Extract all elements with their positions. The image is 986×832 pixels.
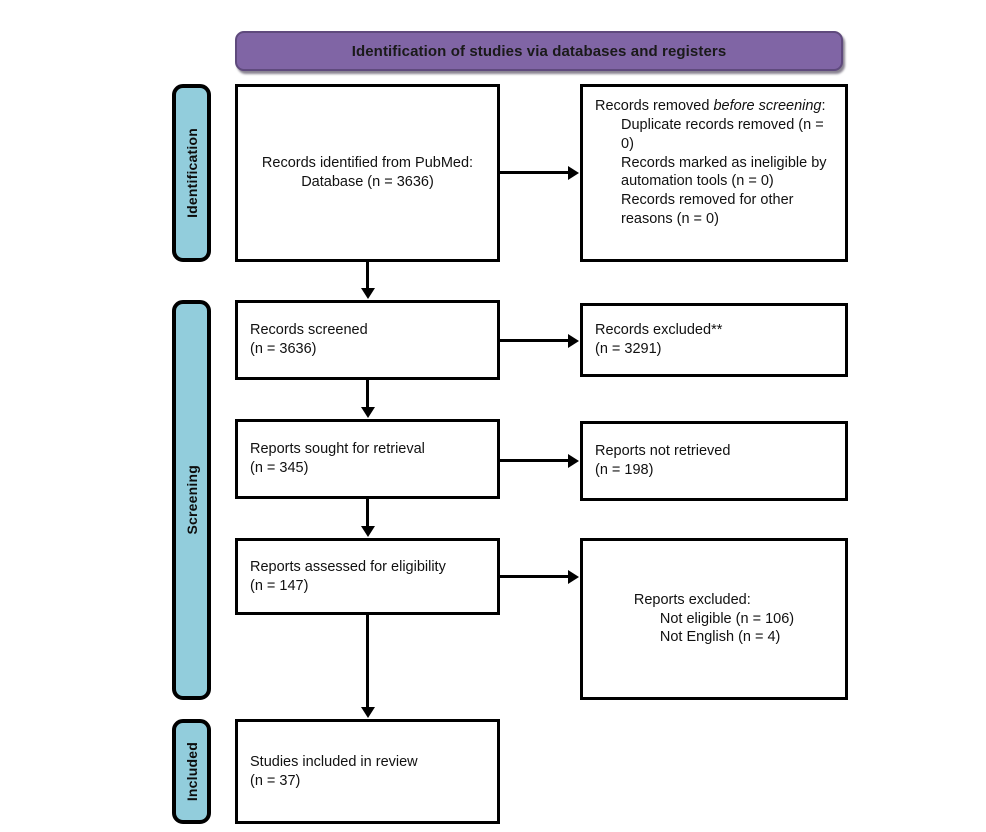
edge-sought-to-notretrieved-line: [500, 459, 569, 462]
phase-label-screening: Screening: [172, 300, 211, 700]
phase-label-included: Included: [172, 719, 211, 824]
edge-sought-to-notretrieved-arrow: [568, 453, 579, 468]
removed-item-1: Duplicate records removed (n = 0): [621, 116, 828, 152]
node-records-excluded-text: Records excluded** (n = 3291): [595, 322, 723, 357]
node-records-identified-text: Records identified from PubMed: Database…: [261, 155, 474, 190]
edge-assessed-to-included-arrow: [360, 707, 375, 718]
edge-identified-to-screened-line: [366, 262, 369, 289]
edge-screened-to-excluded-arrow: [568, 333, 579, 348]
node-reports-excluded-text: Reports excluded: Not eligible (n = 106) N…: [634, 591, 794, 648]
node-reports-assessed: Reports assessed for eligibility (n = 14…: [235, 538, 500, 615]
node-records-screened-text: Records screened (n = 3636): [250, 322, 368, 357]
node-studies-included: Studies included in review (n = 37): [235, 719, 500, 824]
edge-identified-to-removed-line: [500, 171, 569, 174]
phase-label-included-text: Included: [183, 741, 200, 802]
edge-identified-to-screened-arrow: [360, 288, 375, 299]
reports-excluded-item-2: Not English (n = 4): [659, 629, 781, 646]
node-records-removed-text: Records removed before screening: Duplica…: [595, 97, 833, 229]
node-records-removed-before-screening: Records removed before screening: Duplica…: [580, 84, 848, 262]
reports-excluded-item-1: Not eligible (n = 106): [659, 610, 795, 627]
phase-label-identification-text: Identification: [183, 128, 200, 218]
edge-screened-to-sought-line: [366, 380, 369, 408]
removed-item-2: Records marked as ineligible by automati…: [621, 154, 831, 190]
edge-screened-to-sought-arrow: [360, 407, 375, 418]
node-reports-sought: Reports sought for retrieval (n = 345): [235, 419, 500, 499]
removed-heading-italic: before screening: [713, 98, 822, 114]
node-reports-sought-text: Reports sought for retrieval (n = 345): [250, 441, 425, 476]
reports-excluded-heading: Reports excluded:: [633, 591, 751, 608]
node-records-screened: Records screened (n = 3636): [235, 300, 500, 380]
diagram-title: Identification of studies via databases …: [351, 42, 727, 60]
edge-screened-to-excluded-line: [500, 339, 569, 342]
diagram-header-banner: Identification of studies via databases …: [235, 31, 843, 71]
edge-identified-to-removed-arrow: [568, 165, 579, 180]
node-reports-not-retrieved: Reports not retrieved (n = 198): [580, 421, 848, 501]
removed-heading-colon: :: [821, 98, 826, 114]
node-reports-not-retrieved-text: Reports not retrieved (n = 198): [595, 443, 731, 478]
node-reports-excluded: Reports excluded: Not eligible (n = 106) N…: [580, 538, 848, 700]
node-studies-included-text: Studies included in review (n = 37): [250, 753, 418, 789]
phase-label-identification: Identification: [172, 84, 211, 262]
removed-item-3: Records removed for other reasons (n = 0…: [621, 192, 798, 228]
edge-assessed-to-included-line: [366, 615, 369, 708]
node-reports-assessed-text: Reports assessed for eligibility (n = 14…: [250, 558, 446, 594]
node-records-excluded: Records excluded** (n = 3291): [580, 303, 848, 377]
phase-label-screening-text: Screening: [183, 465, 200, 535]
edge-assessed-to-repexcluded-arrow: [568, 569, 579, 584]
edge-sought-to-assessed-line: [366, 499, 369, 527]
edge-sought-to-assessed-arrow: [360, 526, 375, 537]
removed-heading-a: Records removed: [595, 98, 714, 114]
node-records-identified: Records identified from PubMed: Database…: [235, 84, 500, 262]
edge-assessed-to-repexcluded-line: [500, 575, 569, 578]
